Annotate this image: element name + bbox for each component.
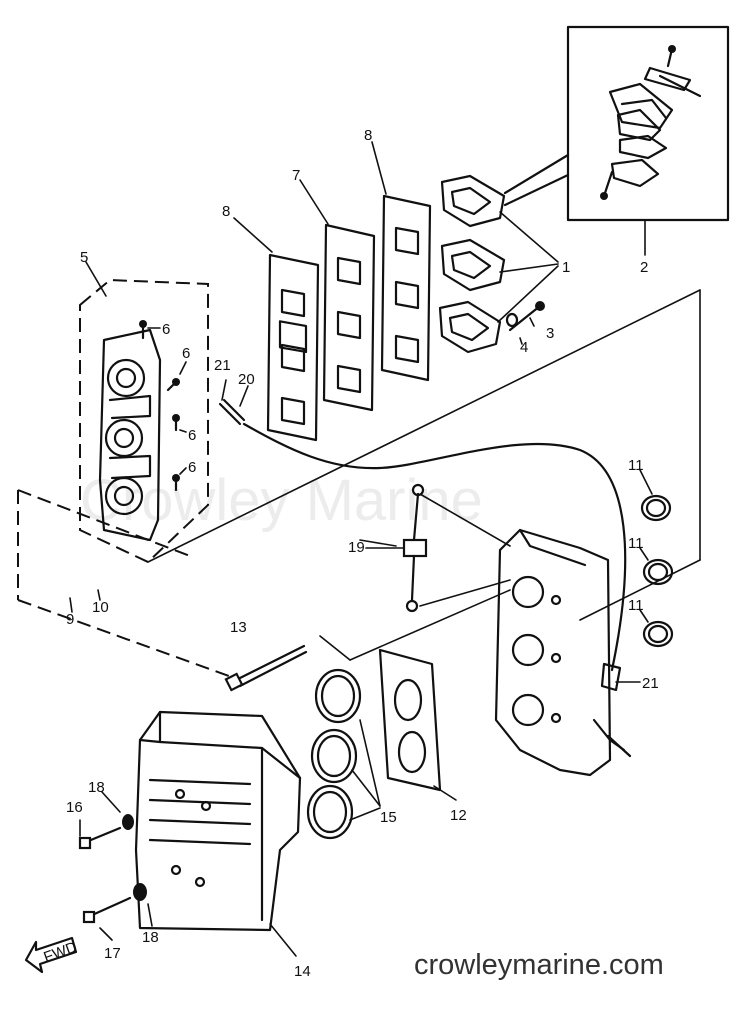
label-12: 12 (450, 807, 467, 824)
label-15: 15 (380, 809, 397, 826)
o-rings (640, 494, 674, 648)
label-9: 9 (66, 611, 74, 628)
intake-manifold (494, 528, 632, 777)
label-7: 7 (292, 167, 300, 184)
part-labels: 1 2 3 4 5 6 6 6 6 7 8 8 9 10 11 11 11 12… (66, 127, 659, 980)
reed-valve-assemblies (438, 174, 559, 354)
label-19: 19 (348, 539, 365, 556)
gasket-12 (378, 648, 442, 792)
label-6a: 6 (162, 321, 170, 338)
fwd-label: FWD (41, 939, 79, 967)
label-3: 3 (546, 325, 554, 342)
label-20: 20 (238, 371, 255, 388)
label-21a: 21 (214, 357, 231, 374)
bolts-and-washers (78, 814, 147, 924)
bolt-13 (224, 644, 308, 692)
footer-site-text: crowleymarine.com (414, 949, 664, 981)
label-6d: 6 (188, 459, 196, 476)
silencer-cover (134, 710, 302, 957)
label-8b: 8 (222, 203, 230, 220)
label-leaders (69, 141, 653, 941)
carburetor-assembly (79, 278, 209, 564)
label-14: 14 (294, 963, 311, 980)
reed-valve-inset (503, 25, 730, 256)
fuel-hose (218, 379, 627, 692)
label-6c: 6 (188, 427, 196, 444)
label-6b: 6 (182, 345, 190, 362)
label-2: 2 (640, 259, 648, 276)
label-11b: 11 (628, 535, 644, 552)
label-21b: 21 (642, 675, 659, 692)
label-17: 17 (104, 945, 121, 962)
label-8a: 8 (364, 127, 372, 144)
label-18b: 18 (142, 929, 159, 946)
label-18a: 18 (88, 779, 105, 796)
label-16: 16 (66, 799, 83, 816)
label-13: 13 (230, 619, 247, 636)
label-1: 1 (562, 259, 570, 276)
label-11a: 11 (628, 457, 644, 474)
label-10: 10 (92, 599, 109, 616)
label-11c: 11 (628, 597, 644, 614)
linkage-rod (365, 483, 428, 613)
label-4: 4 (520, 339, 528, 356)
label-5: 5 (80, 249, 88, 266)
gaskets-15 (306, 668, 381, 840)
leader-lines (17, 289, 701, 681)
intake-gaskets (266, 194, 432, 442)
fwd-arrow-icon: FWD (24, 936, 79, 974)
